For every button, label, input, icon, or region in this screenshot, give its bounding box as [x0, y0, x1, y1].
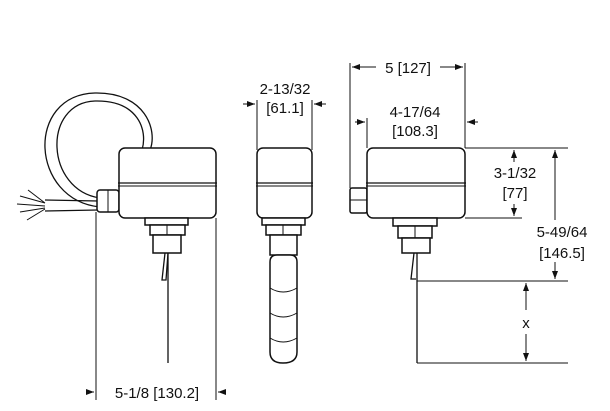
fitting-stem	[269, 234, 298, 256]
side-width-label: 5-1/8 [130.2]	[115, 385, 199, 402]
box-width-in: 4-17/64	[390, 104, 441, 121]
cable-loop	[44, 92, 153, 208]
front-width-in: 2-13/32	[260, 81, 311, 98]
fitting-stem	[152, 234, 182, 254]
fitting-stem	[401, 237, 431, 254]
paddle-arm	[410, 252, 416, 280]
paddle	[269, 254, 298, 364]
box-width-mm: [108.3]	[392, 123, 438, 140]
overall-width-label: 5 [127]	[385, 60, 431, 77]
total-height-mm: [146.5]	[539, 245, 585, 262]
side-view: 5-1/8 [130.2]	[16, 92, 226, 402]
rear-view: 5 [127] 4-17/64 [108.3] 3-1/32 [77] 5-49…	[349, 60, 588, 364]
cable-wires	[16, 189, 99, 221]
paddle-length-label: x	[522, 315, 530, 332]
box-height-in: 3-1/32	[494, 165, 537, 182]
front-width-mm: [61.1]	[266, 100, 304, 117]
mount-plate	[144, 217, 189, 226]
paddle-arm	[161, 252, 169, 281]
total-height-in: 5-49/64	[537, 224, 588, 241]
front-view: 2-13/32 [61.1]	[243, 81, 326, 364]
box-height-mm: [77]	[502, 185, 527, 202]
